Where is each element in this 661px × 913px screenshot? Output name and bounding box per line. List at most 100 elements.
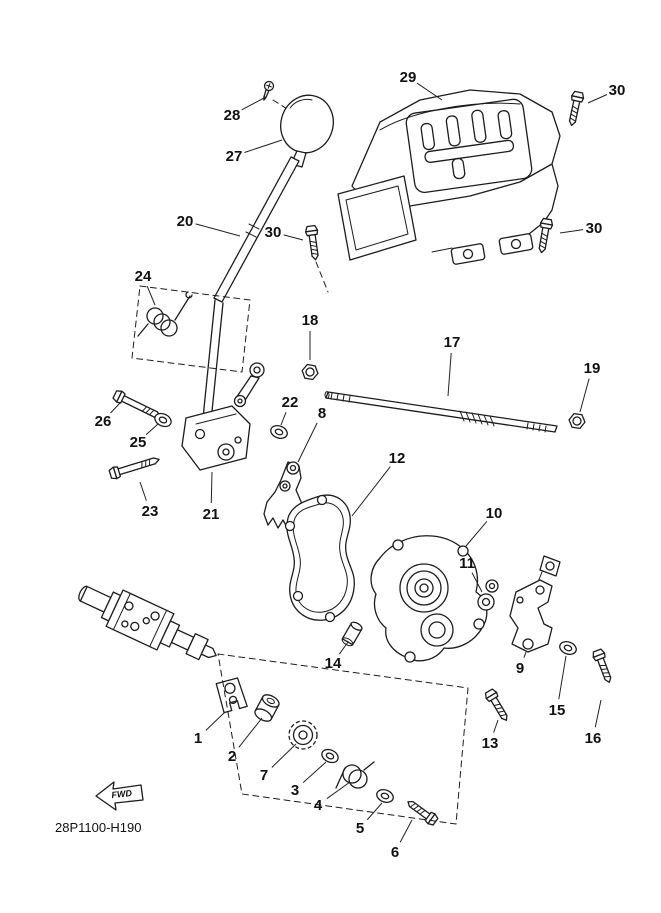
- leader-line-2: [238, 717, 263, 748]
- leader-line-17: [447, 352, 452, 397]
- part-label-16: 16: [585, 730, 602, 747]
- leader-line-1: [205, 711, 226, 731]
- part-label-15: 15: [549, 702, 566, 719]
- leader-line-5: [366, 802, 383, 821]
- leader-line-22: [280, 412, 287, 426]
- screw-axis-line: [272, 99, 293, 113]
- part-label-26: 26: [95, 413, 112, 430]
- rod-nut-left: [300, 363, 320, 381]
- part-label-18: 18: [302, 312, 319, 329]
- leader-line-23: [139, 481, 147, 501]
- part-label-30: 30: [265, 224, 282, 241]
- leader-line-29: [416, 82, 443, 101]
- knob-screw: [263, 80, 275, 101]
- leader-line-30: [587, 94, 608, 104]
- leader-line-11: [471, 572, 483, 593]
- part-label-1: 1: [194, 730, 202, 747]
- stopper-bracket: [509, 555, 561, 653]
- leader-line-20: [195, 223, 241, 237]
- leader-line-21: [210, 471, 213, 504]
- stopper-washer: [557, 638, 579, 658]
- leader-line-24: [146, 285, 156, 306]
- part-label-20: 20: [177, 213, 194, 230]
- part-label-23: 23: [142, 503, 159, 520]
- cover-bolt-middle: [304, 224, 323, 262]
- part-label-9: 9: [516, 660, 524, 677]
- part-label-2: 2: [228, 748, 236, 765]
- gear-bolt: [403, 796, 440, 828]
- leader-line-16: [594, 699, 602, 728]
- part-label-6: 6: [391, 844, 399, 861]
- shift-knob: [280, 94, 334, 168]
- leader-line-8: [297, 422, 318, 463]
- fwd-arrow-icon: FWD: [95, 781, 144, 811]
- part-label-7: 7: [260, 767, 268, 784]
- lever-return-spring: [137, 291, 193, 337]
- part-label-14: 14: [325, 655, 342, 672]
- part-label-28: 28: [224, 107, 241, 124]
- rod-nut-right: [567, 412, 587, 430]
- part-label-11: 11: [459, 555, 475, 572]
- shift-rod: [324, 391, 558, 433]
- cover-gasket: [284, 494, 355, 623]
- leader-line-14: [338, 641, 349, 655]
- shift-cam-shaft: [78, 585, 217, 661]
- cover-bolt-right: [534, 217, 554, 255]
- leader-line-9: [523, 651, 527, 658]
- leader-line-4: [326, 781, 351, 799]
- leader-line-28: [241, 96, 267, 111]
- bolt-axis-line: [315, 261, 329, 293]
- cover-bolt-lower: [483, 687, 513, 725]
- part-label-19: 19: [584, 360, 601, 377]
- leader-line-15: [558, 655, 567, 700]
- cover-bolt-top-right: [565, 90, 586, 128]
- leader-line-26: [110, 402, 121, 414]
- part-label-4: 4: [314, 797, 323, 814]
- leader-line-7: [271, 743, 297, 768]
- leader-line-19: [579, 378, 590, 413]
- part-label-25: 25: [130, 434, 147, 451]
- part-label-21: 21: [203, 506, 220, 523]
- part-label-17: 17: [444, 334, 461, 351]
- part-label-8: 8: [318, 405, 326, 422]
- diagram-part-code: 28P1100-H190: [55, 820, 142, 835]
- gear-spring: [335, 761, 375, 789]
- stopper-bolt: [590, 647, 616, 686]
- part-label-10: 10: [486, 505, 503, 522]
- part-label-24: 24: [135, 268, 152, 285]
- part-label-30: 30: [586, 220, 603, 237]
- part-label-27: 27: [226, 148, 243, 165]
- leader-line-10: [465, 521, 488, 547]
- leader-line-27: [244, 139, 283, 153]
- part-label-3: 3: [291, 782, 299, 799]
- lever-bracket: [181, 362, 265, 471]
- leader-line-3: [302, 761, 327, 783]
- part-label-12: 12: [389, 450, 406, 467]
- shifter-cover: [337, 89, 561, 265]
- sector-washer: [268, 422, 290, 442]
- fwd-label: FWD: [111, 788, 133, 800]
- collar: [254, 694, 280, 722]
- stopper-lever: [215, 677, 248, 714]
- pump-cover: [370, 535, 488, 663]
- part-label-13: 13: [482, 735, 499, 752]
- lower-detail-box: [217, 653, 469, 825]
- wave-washer: [319, 746, 341, 766]
- spring-detail-box: [131, 285, 251, 373]
- leader-line-13: [493, 719, 499, 733]
- part-label-22: 22: [282, 394, 299, 411]
- leader-line-25: [145, 423, 159, 436]
- plain-washer: [374, 786, 396, 806]
- leader-line-30: [559, 229, 584, 234]
- part-label-30: 30: [609, 82, 626, 99]
- part-label-29: 29: [400, 69, 417, 86]
- dowel-pin: [341, 621, 363, 647]
- leader-line-30: [283, 234, 304, 241]
- part-label-5: 5: [356, 820, 364, 837]
- idler-gear: [288, 720, 318, 750]
- leader-line-6: [399, 819, 413, 843]
- bracket-bolt-lower: [107, 453, 162, 481]
